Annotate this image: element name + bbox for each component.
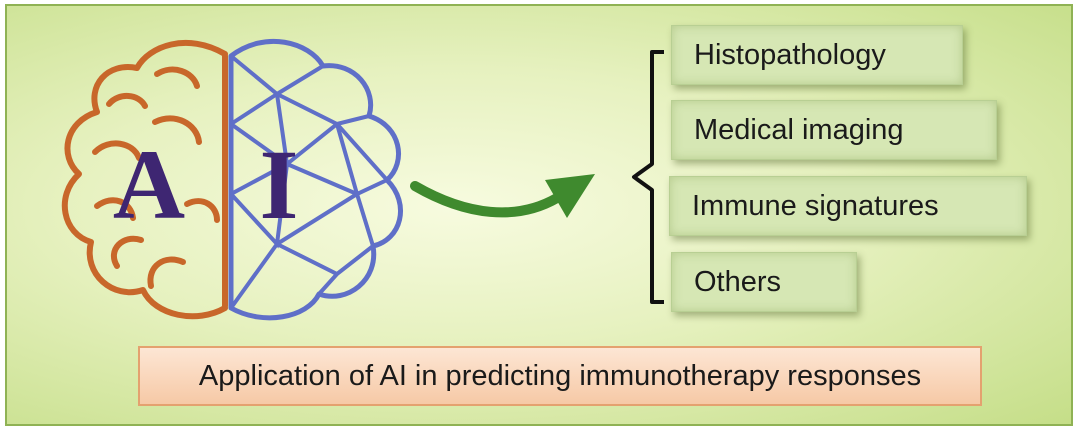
category-label: Histopathology: [694, 38, 886, 71]
figure-panel: A I Histopathology Medical imaging Immun…: [5, 4, 1073, 426]
caption-text: Application of AI in predicting immunoth…: [198, 359, 922, 392]
caption-box: Application of AI in predicting immunoth…: [138, 346, 982, 406]
curved-arrow-icon: [410, 174, 595, 218]
ai-logo-letters: A I: [113, 129, 299, 240]
logo-letter-a: A: [113, 129, 185, 240]
category-label: Immune signatures: [692, 189, 939, 222]
category-label: Medical imaging: [694, 113, 904, 146]
bracket-icon: [632, 50, 664, 304]
category-others: Others: [671, 252, 857, 312]
logo-letter-i: I: [260, 129, 299, 240]
category-immune-signatures: Immune signatures: [669, 176, 1027, 236]
category-histopathology: Histopathology: [671, 25, 963, 85]
category-label: Others: [694, 265, 782, 298]
category-medical-imaging: Medical imaging: [671, 100, 997, 160]
brain-icon: A I: [61, 38, 403, 321]
